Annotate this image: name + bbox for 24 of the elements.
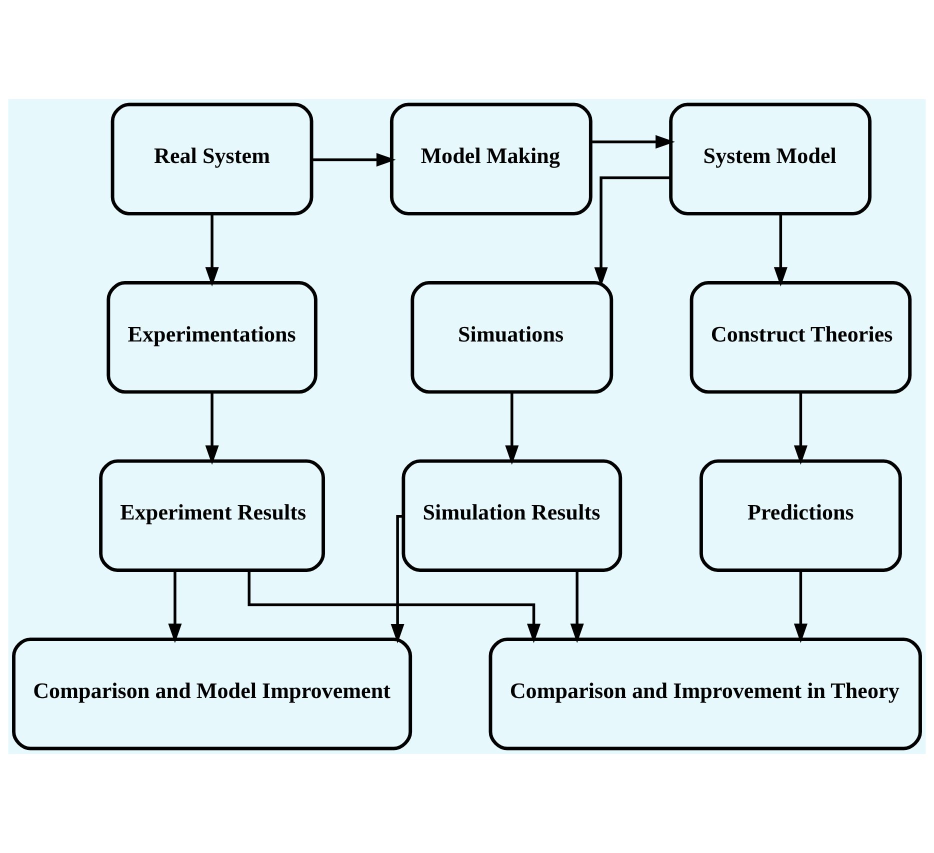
arrow (205, 214, 219, 286)
node-box: Real System (110, 102, 314, 216)
arrow (570, 570, 584, 643)
arrow (312, 153, 396, 167)
arrow (594, 176, 670, 287)
arrow (248, 570, 541, 644)
node-box: Comparison and Improvement in Theory (488, 638, 922, 750)
arrow (390, 514, 404, 644)
arrow (590, 135, 675, 149)
node-box: System Model (669, 102, 872, 216)
arrow (168, 570, 182, 643)
arrow (505, 392, 519, 465)
node-box: Model Making (390, 102, 592, 216)
arrow (794, 392, 808, 465)
node-box: Construct Theories (690, 281, 912, 394)
arrow (205, 392, 219, 465)
node-box: Experimentations (106, 281, 318, 394)
node-box: Experiment Results (99, 459, 326, 572)
node-box: Predictions (700, 459, 902, 572)
arrow (774, 214, 788, 286)
node-box: Simuations (410, 281, 614, 394)
arrow (794, 570, 808, 643)
node-box: Comparison and Model Improvement (12, 638, 412, 750)
node-box: Simulation Results (402, 459, 622, 572)
